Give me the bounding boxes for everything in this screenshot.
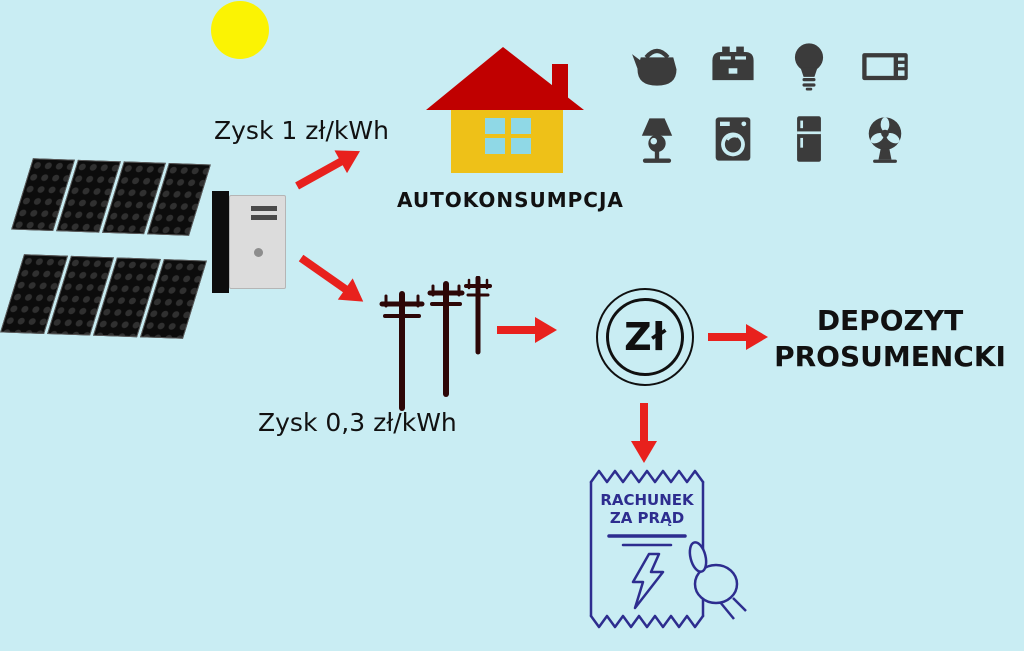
power-lines-icon bbox=[379, 276, 492, 411]
arrow-inverter-to-grid bbox=[298, 254, 364, 302]
washing-machine-icon bbox=[704, 110, 762, 168]
house-roof bbox=[426, 47, 584, 110]
house-body bbox=[451, 107, 563, 173]
inverter-side-panel bbox=[212, 191, 229, 293]
sun-icon bbox=[211, 1, 269, 59]
inverter-vent-bar bbox=[251, 206, 277, 211]
autoconsumption-label: AUTOKONSUMPCJA bbox=[397, 188, 624, 212]
receipt-title-line2: ZA PRĄD bbox=[610, 509, 684, 527]
toaster-icon bbox=[704, 36, 762, 94]
table-lamp-icon bbox=[628, 110, 686, 168]
coin-currency-label: Zł bbox=[624, 315, 666, 359]
deposit-line1: DEPOZYT bbox=[816, 304, 964, 337]
inverter-icon bbox=[229, 195, 286, 289]
solar-panel-top-icon bbox=[11, 158, 211, 236]
inverter-vent-bar bbox=[251, 215, 277, 220]
coin-inner-ring: Zł bbox=[606, 298, 684, 376]
house-window bbox=[485, 118, 531, 154]
lightning-bolt-icon bbox=[631, 552, 665, 610]
arrow-coin-to-bill bbox=[631, 403, 657, 463]
prosumer-deposit-label: DEPOZYT PROSUMENCKI bbox=[765, 303, 1015, 375]
kettle-icon bbox=[628, 36, 686, 94]
appliances-grid bbox=[628, 36, 914, 168]
refrigerator-icon bbox=[780, 110, 838, 168]
profit-grid-label: Zysk 0,3 zł/kWh bbox=[258, 408, 457, 437]
hand-icon bbox=[688, 541, 747, 620]
arrow-grid-to-coin bbox=[497, 317, 557, 343]
inverter-button bbox=[254, 248, 263, 257]
electricity-bill-icon: RACHUNEK ZA PRĄD bbox=[589, 469, 747, 629]
solar-panel-bottom-icon bbox=[0, 254, 207, 339]
arrow-inverter-to-house bbox=[295, 150, 360, 190]
zloty-coin-icon: Zł bbox=[596, 288, 694, 386]
microwave-icon bbox=[856, 36, 914, 94]
arrow-coin-to-deposit bbox=[708, 324, 768, 350]
profit-self-consumption-label: Zysk 1 zł/kWh bbox=[214, 116, 389, 145]
light-bulb-icon bbox=[780, 36, 838, 94]
receipt-title-line1: RACHUNEK bbox=[600, 491, 695, 509]
house-icon bbox=[426, 47, 584, 173]
deposit-line2: PROSUMENCKI bbox=[774, 339, 1006, 373]
fan-icon bbox=[856, 110, 914, 168]
